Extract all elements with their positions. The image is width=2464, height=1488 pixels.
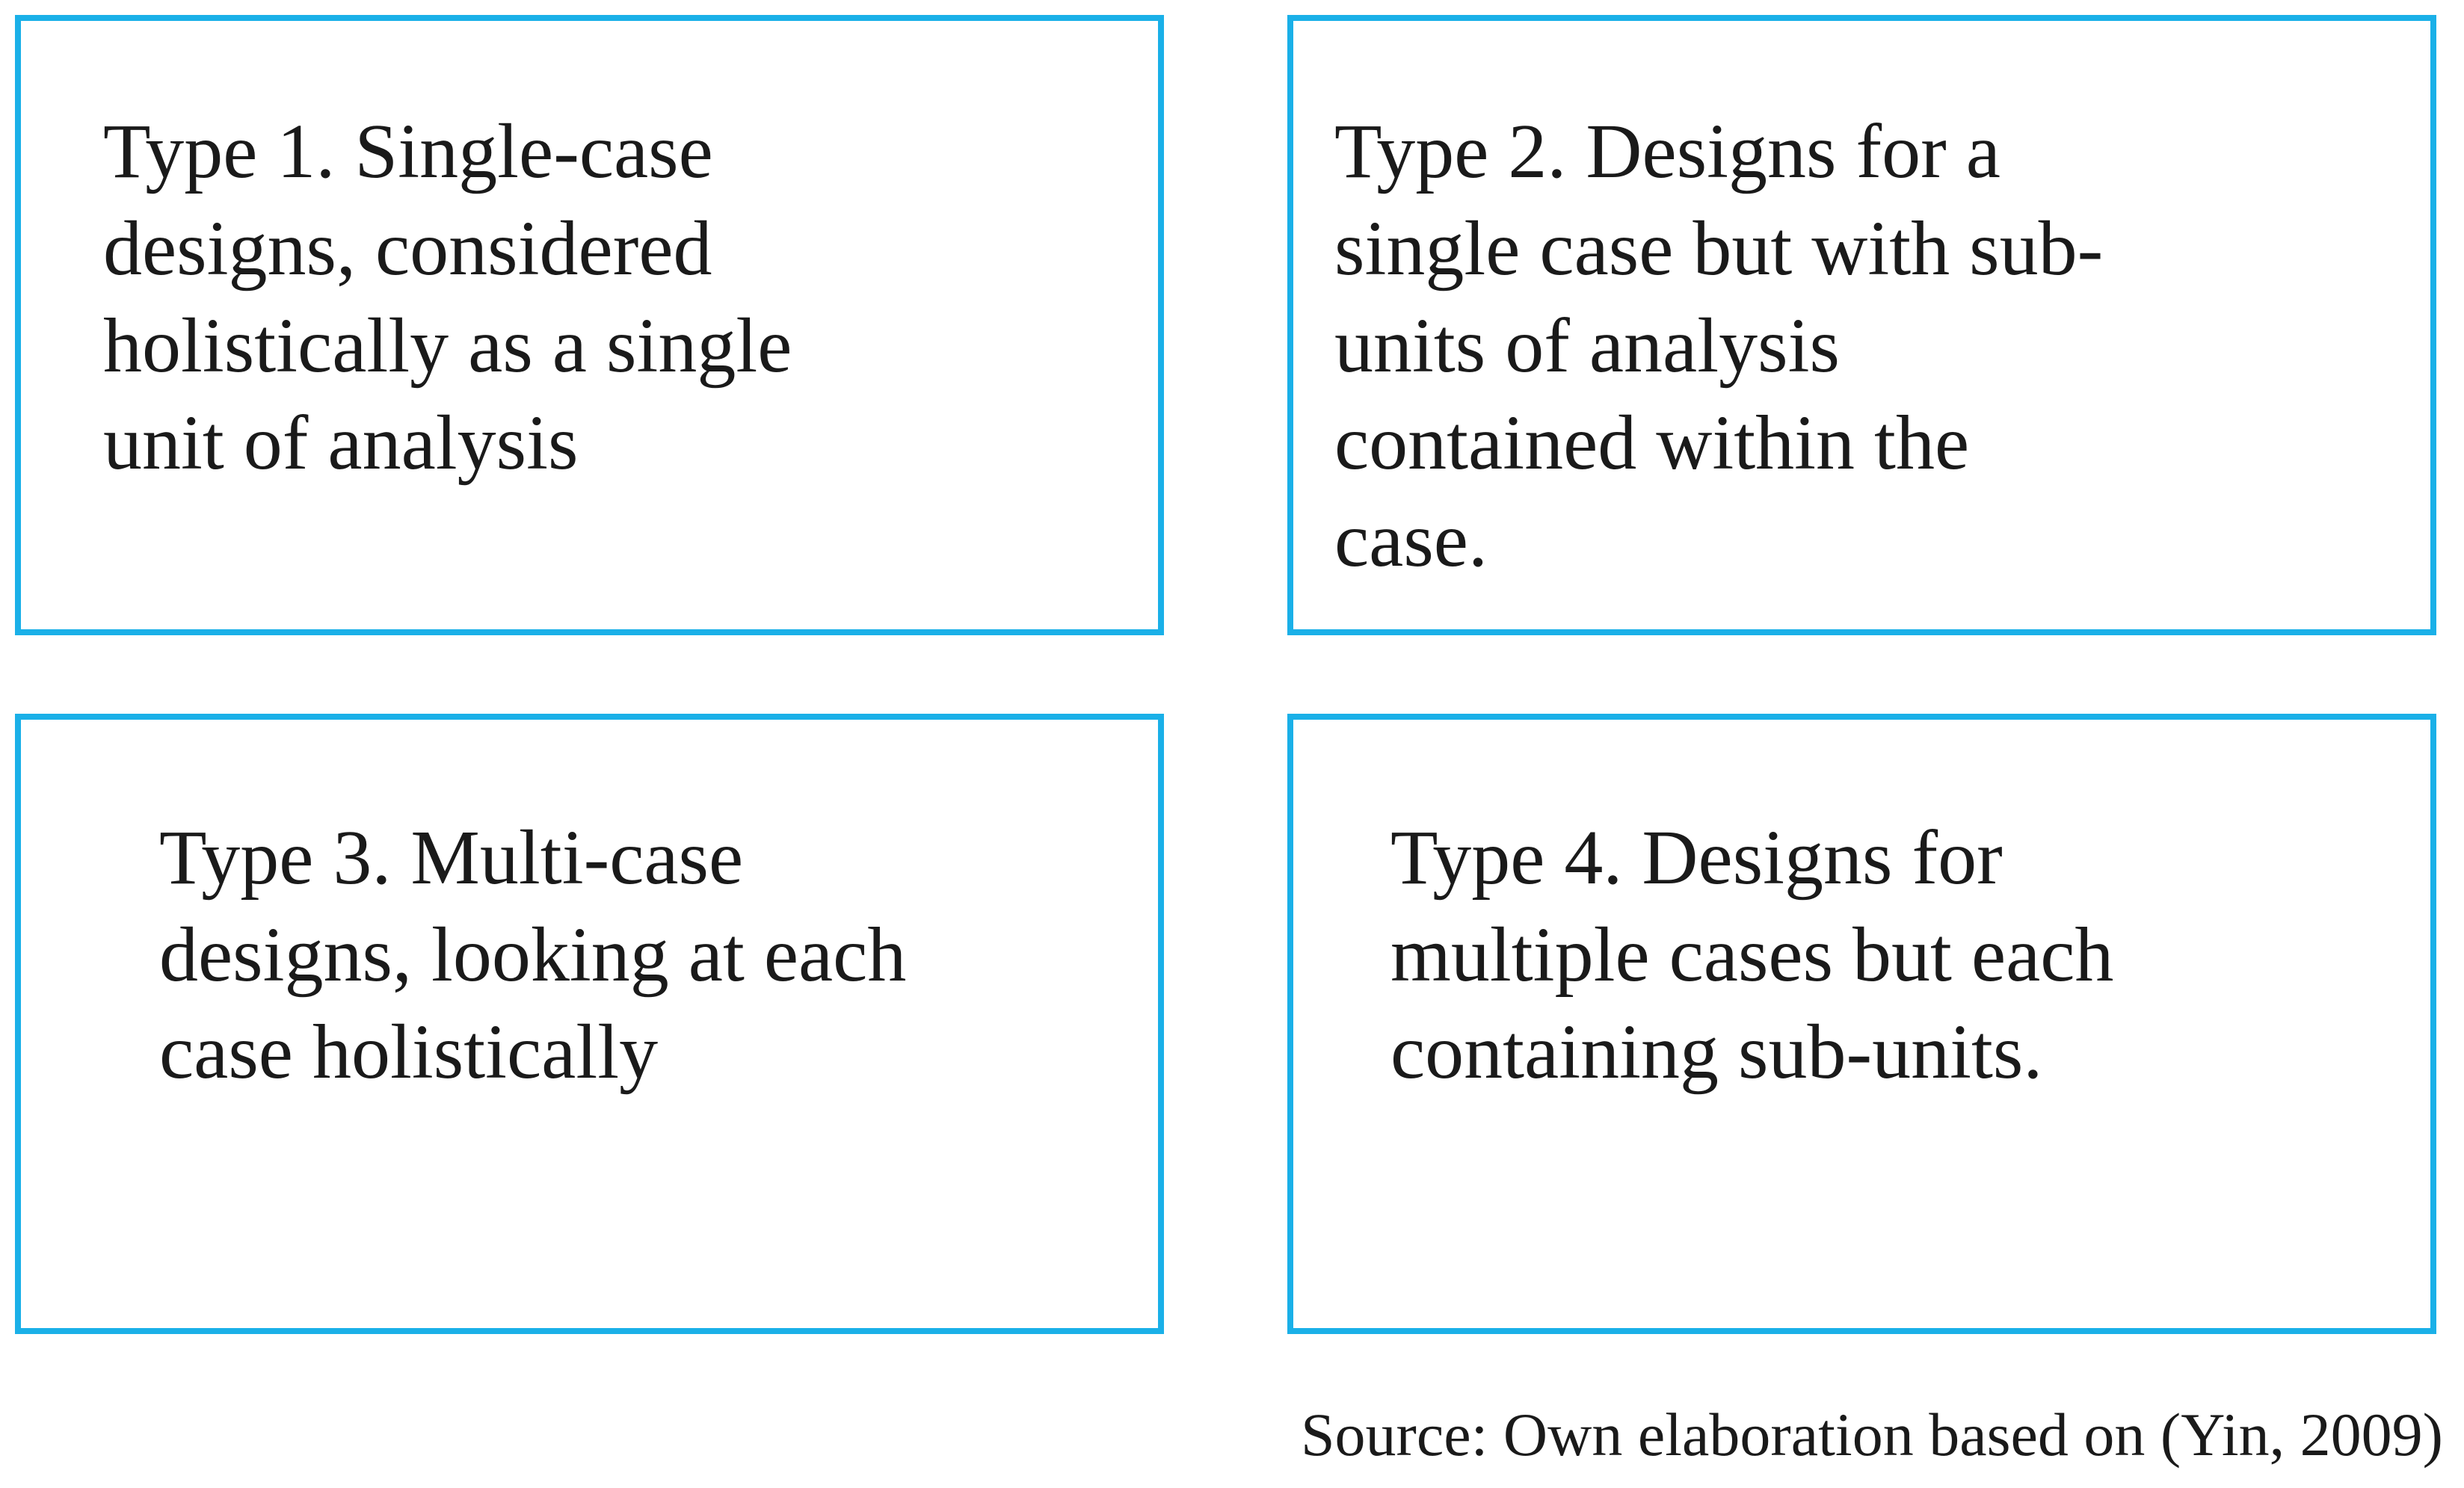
type-4-text: Type 4. Designs for multiple cases but e…	[1390, 815, 2114, 1095]
type-4-box: Type 4. Designs for multiple cases but e…	[1287, 714, 2436, 1334]
source-caption: Source: Own elaboration based on (Yin, 2…	[1300, 1401, 2443, 1469]
type-3-box: Type 3. Multi-case designs, looking at e…	[15, 714, 1164, 1334]
type-1-box: Type 1. Single-case designs, considered …	[15, 15, 1164, 635]
type-1-text: Type 1. Single-case designs, considered …	[103, 108, 792, 486]
type-3-text: Type 3. Multi-case designs, looking at e…	[159, 815, 907, 1095]
type-2-text: Type 2. Designs for a single case but wi…	[1334, 108, 2104, 583]
type-2-box: Type 2. Designs for a single case but wi…	[1287, 15, 2436, 635]
